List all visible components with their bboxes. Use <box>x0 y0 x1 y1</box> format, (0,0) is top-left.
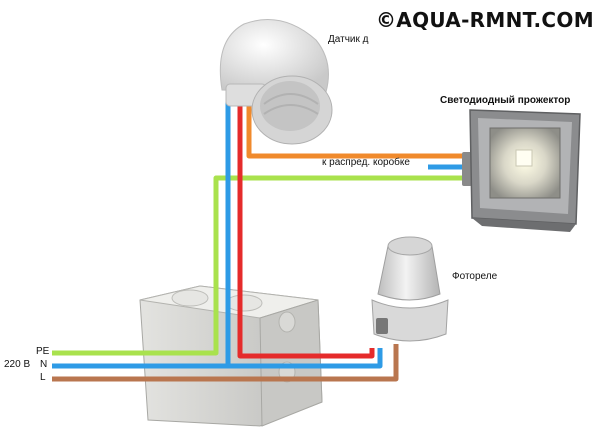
photo-relay-icon <box>371 236 449 342</box>
phase-wire <box>237 102 375 359</box>
n-label: N <box>40 359 48 370</box>
n-wire <box>52 348 383 369</box>
motion-sensor-label: Датчик д <box>328 34 369 45</box>
photo-relay-label: Фотореле <box>452 271 498 282</box>
junction-box-direction-label: к распред. коробке <box>322 157 410 168</box>
l-wire <box>52 344 399 382</box>
motion-sensor-icon <box>219 19 333 145</box>
load-wire <box>246 102 466 159</box>
pe-wire <box>52 175 466 356</box>
floodlight-label: Светодиодный прожектор <box>440 95 571 106</box>
pe-label: PE <box>36 346 50 357</box>
junction-box-icon <box>139 285 323 427</box>
watermark-logo: ©AQUA-RMNT.COM <box>376 8 594 32</box>
l-label: L <box>40 372 46 383</box>
voltage-label: 220 В <box>4 359 31 370</box>
led-floodlight-icon <box>462 109 581 232</box>
